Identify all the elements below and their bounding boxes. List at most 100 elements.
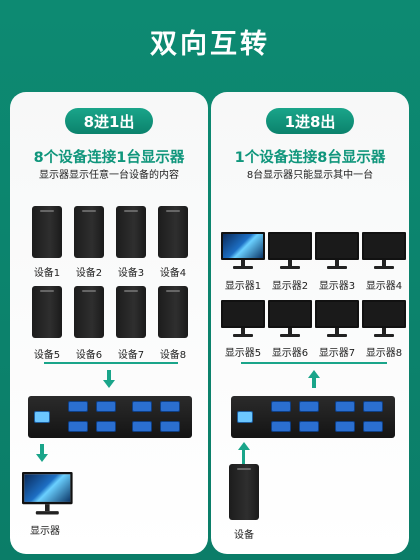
device-6	[74, 286, 104, 338]
monitor-stand	[382, 260, 386, 266]
arrow-stem	[40, 444, 44, 454]
up-arrow-icon	[238, 442, 250, 450]
monitor-8	[362, 300, 406, 338]
kvm-switch	[231, 396, 395, 438]
arrow-stem	[107, 370, 111, 380]
output-label: 显示器	[30, 526, 60, 537]
monitor-screen	[362, 300, 406, 328]
panel-8-in-1-out: 8进1出 8个设备连接1台显示器 显示器显示任意一台设备的内容 设备1 设备2 …	[10, 92, 208, 554]
device-1	[32, 206, 62, 258]
vga-port	[335, 421, 355, 432]
vga-port	[335, 401, 355, 412]
device-label: 设备8	[159, 350, 187, 361]
mode-badge: 1进8出	[266, 108, 354, 134]
monitor-screen	[22, 472, 73, 505]
vga-port	[299, 401, 319, 412]
monitor-stand	[241, 328, 245, 334]
monitor-label: 显示器7	[318, 348, 356, 359]
monitor-stand	[241, 260, 245, 266]
monitor-label: 显示器4	[365, 281, 403, 292]
vga-port	[363, 401, 383, 412]
monitor-6	[268, 300, 312, 338]
panel-subtitle: 8台显示器只能显示其中一台	[246, 170, 374, 181]
device-label: 设备2	[75, 268, 103, 279]
kvm-switch	[28, 396, 192, 438]
down-arrow-icon	[36, 454, 48, 462]
monitor-label: 显示器8	[365, 348, 403, 359]
page-title: 双向互转	[150, 29, 270, 60]
monitor-label: 显示器2	[271, 281, 309, 292]
mode-badge: 8进1出	[65, 108, 153, 134]
cable	[242, 450, 245, 464]
device-2	[74, 206, 104, 258]
up-arrow-icon	[308, 370, 320, 378]
vga-port	[299, 421, 319, 432]
monitor-screen	[221, 300, 265, 328]
input-device	[229, 464, 259, 520]
monitor-label: 显示器5	[224, 348, 262, 359]
monitor-4	[362, 232, 406, 270]
vga-port	[160, 401, 180, 412]
monitor-label: 显示器1	[224, 281, 262, 292]
output-monitor	[22, 472, 73, 516]
vga-port	[96, 401, 116, 412]
device-label: 设备6	[75, 350, 103, 361]
input-port	[34, 411, 50, 423]
monitor-stand	[335, 260, 339, 266]
device-4	[158, 206, 188, 258]
arrow-stem	[312, 378, 316, 388]
panel-1-in-8-out: 1进8出 1个设备连接8台显示器 8台显示器只能显示其中一台 显示器1 显示器2…	[211, 92, 409, 554]
monitor-stand	[288, 328, 292, 334]
input-label: 设备	[234, 530, 254, 541]
monitor-3	[315, 232, 359, 270]
device-label: 设备3	[117, 268, 145, 279]
monitor-7	[315, 300, 359, 338]
device-3	[116, 206, 146, 258]
monitor-stand	[335, 328, 339, 334]
monitor-label: 显示器3	[318, 281, 356, 292]
monitor-base	[374, 334, 394, 337]
monitor-base	[35, 511, 59, 515]
connector-line	[44, 362, 178, 364]
vga-port	[68, 401, 88, 412]
vga-port	[271, 421, 291, 432]
monitor-screen	[315, 232, 359, 260]
device-7	[116, 286, 146, 338]
monitor-base	[233, 334, 253, 337]
panel-subtitle: 显示器显示任意一台设备的内容	[39, 170, 179, 181]
monitor-base	[280, 334, 300, 337]
monitor-stand	[288, 260, 292, 266]
device-label: 设备5	[33, 350, 61, 361]
down-arrow-icon	[103, 380, 115, 388]
monitor-base	[374, 266, 394, 269]
monitor-screen	[362, 232, 406, 260]
monitor-stand	[382, 328, 386, 334]
vga-port	[363, 421, 383, 432]
device-8	[158, 286, 188, 338]
monitor-screen	[315, 300, 359, 328]
connector-line	[241, 362, 387, 364]
monitor-5	[221, 300, 265, 338]
device-label: 设备1	[33, 268, 61, 279]
monitor-base	[327, 266, 347, 269]
device-label: 设备4	[159, 268, 187, 279]
input-port	[237, 411, 253, 423]
monitor-1	[221, 232, 265, 270]
monitor-screen	[268, 300, 312, 328]
vga-port	[132, 401, 152, 412]
monitor-base	[233, 266, 253, 269]
monitor-2	[268, 232, 312, 270]
panel-heading: 8个设备连接1台显示器	[33, 150, 185, 166]
device-5	[32, 286, 62, 338]
vga-port	[160, 421, 180, 432]
vga-port	[271, 401, 291, 412]
panel-heading: 1个设备连接8台显示器	[234, 150, 386, 166]
vga-port	[132, 421, 152, 432]
vga-port	[96, 421, 116, 432]
monitor-base	[280, 266, 300, 269]
vga-port	[68, 421, 88, 432]
monitor-screen	[221, 232, 265, 260]
device-label: 设备7	[117, 350, 145, 361]
monitor-base	[327, 334, 347, 337]
monitor-screen	[268, 232, 312, 260]
